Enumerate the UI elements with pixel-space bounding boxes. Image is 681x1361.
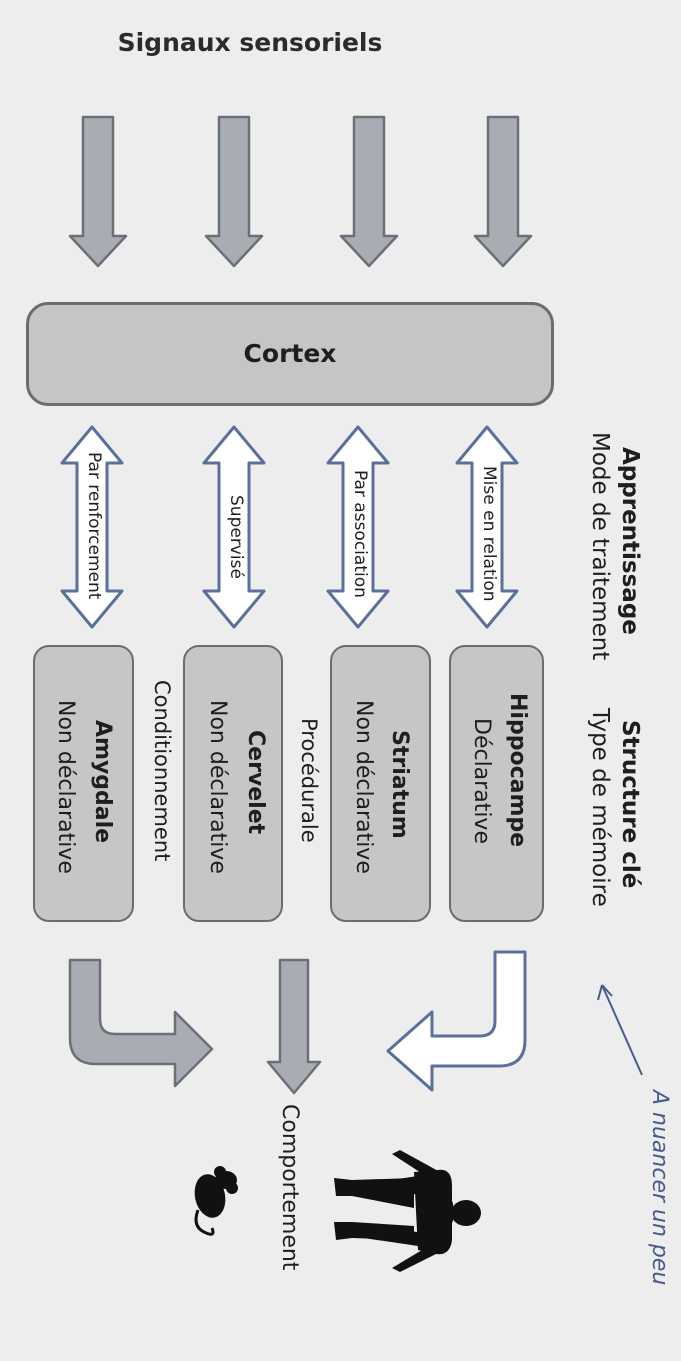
box-striatum xyxy=(330,645,431,922)
box-cervelet xyxy=(183,645,283,922)
memory-cervelet: Non déclarative xyxy=(205,700,230,874)
structure-amygdale: Amygdale xyxy=(90,720,115,844)
straight-arrow-down xyxy=(266,958,322,1095)
sensory-arrow-1 xyxy=(68,115,128,268)
output-comportement: Comportement xyxy=(277,1104,302,1271)
mouse-silhouette-icon xyxy=(194,1166,238,1236)
box-amygdale xyxy=(33,645,134,922)
header-mode-traitement: Mode de traitement xyxy=(587,432,613,661)
header-apprentissage: Apprentissage xyxy=(617,447,643,635)
bidirectional-arrow-2 xyxy=(326,425,390,629)
memory-striatum: Non déclarative xyxy=(351,700,376,874)
curved-arrow-top xyxy=(386,950,527,1092)
human-silhouette-icon xyxy=(334,1150,481,1272)
mode-label-1: Mise en relation xyxy=(479,466,499,602)
annotation-pointer xyxy=(597,984,643,1076)
bidirectional-arrow-3 xyxy=(202,425,266,629)
diagram-title: Signaux sensoriels xyxy=(117,28,383,57)
header-type-memoire: Type de mémoire xyxy=(587,708,613,907)
group-conditionnement: Conditionnement xyxy=(150,680,174,862)
memory-hippocampe: Déclarative xyxy=(469,718,494,844)
handwritten-note: A nuancer un peu xyxy=(647,1090,672,1286)
box-hippocampe xyxy=(449,645,544,922)
structure-hippocampe: Hippocampe xyxy=(505,693,530,848)
mode-label-2: Par association xyxy=(350,470,370,598)
mode-label-3: Supervisé xyxy=(226,495,246,579)
sensory-arrow-2 xyxy=(204,115,264,268)
bidirectional-arrow-4 xyxy=(60,425,124,629)
mode-label-4: Par renforcement xyxy=(84,452,104,600)
curved-arrow-bottom xyxy=(68,958,214,1088)
bidirectional-arrow-1 xyxy=(455,425,519,629)
sensory-arrow-3 xyxy=(339,115,399,268)
cortex-box: Cortex xyxy=(26,302,554,406)
structure-cervelet: Cervelet xyxy=(243,730,268,835)
group-procedurale: Procédurale xyxy=(297,718,321,843)
structure-striatum: Striatum xyxy=(387,730,412,839)
cortex-label: Cortex xyxy=(243,339,337,368)
memory-amygdale: Non déclarative xyxy=(53,700,78,874)
header-structure-cle: Structure clé xyxy=(617,720,643,889)
sensory-arrow-4 xyxy=(473,115,533,268)
